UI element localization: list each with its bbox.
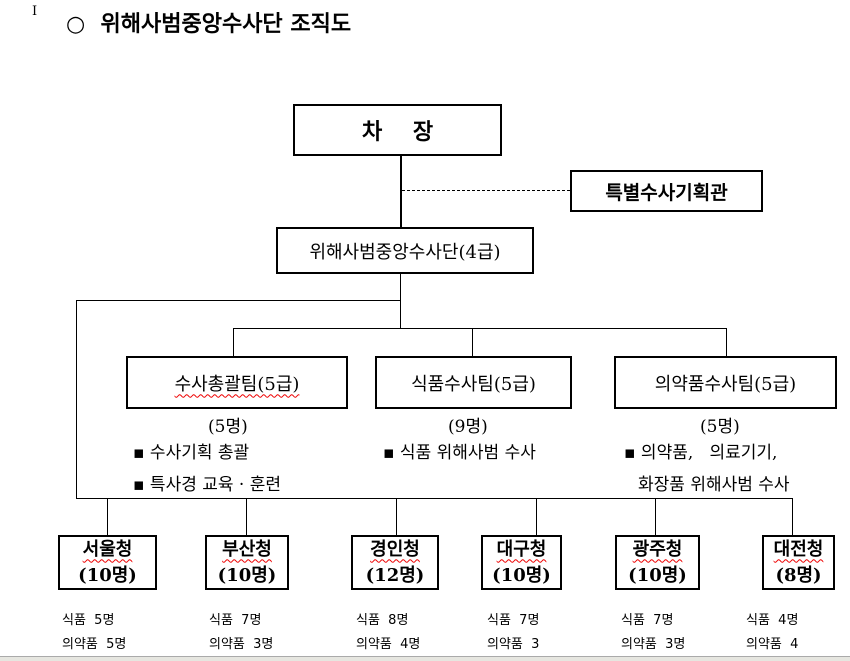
office-name: 부산청 — [222, 538, 272, 560]
office-name: 대전청 — [773, 538, 824, 560]
team-duty: ▪ 수사기획 총괄 — [133, 443, 250, 463]
office-count: (8명) — [775, 564, 822, 586]
team-box: 의약품수사팀(5급) — [614, 356, 837, 409]
team-name: 식품수사팀(5급) — [411, 373, 536, 395]
office-name: 경인청 — [370, 538, 420, 560]
bottom-scroll-strip — [0, 656, 850, 661]
office-food: 식품 7명 — [621, 613, 674, 628]
team-duty: 화장품 위해사범 수사 — [638, 475, 790, 495]
connector-line — [792, 498, 793, 535]
office-name: 대구청 — [496, 538, 547, 560]
team-count: (5명) — [700, 417, 740, 437]
office-name: 광주청 — [632, 538, 683, 560]
office-box: 서울청 (10명) — [58, 535, 157, 590]
office-count: (12명) — [365, 564, 425, 586]
office-food: 식품 4명 — [746, 613, 799, 628]
team-box: 식품수사팀(5급) — [375, 356, 572, 409]
office-food: 식품 7명 — [487, 613, 540, 628]
chief-box: 차 장 — [293, 104, 502, 156]
connector-line — [655, 498, 656, 535]
office-food: 식품 8명 — [356, 613, 409, 628]
office-food: 식품 7명 — [209, 613, 262, 628]
office-box: 대구청 (10명) — [481, 535, 562, 590]
office-box: 부산청 (10명) — [205, 535, 289, 590]
connector-line — [233, 328, 234, 356]
connector-line — [107, 498, 108, 535]
division-box: 위해사범중앙수사단(4급) — [276, 227, 534, 274]
connector-line — [76, 300, 401, 301]
office-drug: 의약품 3명 — [621, 637, 686, 652]
team-box: 수사총괄팀(5급) — [126, 356, 348, 409]
team-count: (5명) — [208, 417, 248, 437]
advisor-label: 특별수사기획관 — [605, 181, 728, 204]
team-name: 수사총괄팀(5급) — [174, 373, 300, 395]
office-count: (10명) — [217, 564, 277, 586]
page-title: ○ 위해사범중앙수사단 조직도 — [66, 11, 352, 37]
office-drug: 의약품 3명 — [209, 637, 274, 652]
office-box: 경인청 (12명) — [351, 535, 439, 590]
dashed-connector — [402, 190, 570, 191]
connector-line — [76, 498, 793, 499]
chief-label: 차 장 — [361, 119, 434, 145]
connector-line — [396, 498, 397, 535]
team-duty: ▪ 식품 위해사범 수사 — [383, 443, 536, 463]
connector-line — [76, 300, 77, 499]
connector-line — [536, 498, 537, 535]
office-count: (10명) — [492, 564, 551, 586]
office-food: 식품 5명 — [62, 613, 115, 628]
team-duty: ▪ 특사경 교육 · 훈련 — [133, 475, 282, 495]
connector-line — [233, 328, 727, 329]
text-cursor-icon: I — [32, 4, 38, 19]
team-duty: ▪ 의약품, 의료기기, — [624, 443, 778, 463]
office-drug: 의약품 3 — [487, 637, 540, 652]
division-label: 위해사범중앙수사단(4급) — [309, 241, 501, 263]
office-box: 대전청 (8명) — [762, 535, 835, 590]
office-count: (10명) — [628, 564, 687, 586]
office-count: (10명) — [78, 564, 137, 586]
office-box: 광주청 (10명) — [615, 535, 700, 590]
connector-line — [400, 155, 402, 228]
advisor-box: 특별수사기획관 — [570, 170, 763, 212]
office-name: 서울청 — [82, 538, 133, 560]
team-count: (9명) — [448, 417, 488, 437]
office-drug: 의약품 4 — [746, 637, 799, 652]
connector-line — [246, 498, 247, 535]
office-drug: 의약품 5명 — [62, 637, 127, 652]
team-name: 의약품수사팀(5급) — [654, 373, 797, 395]
connector-line — [472, 328, 473, 356]
connector-line — [726, 328, 727, 356]
office-drug: 의약품 4명 — [356, 637, 421, 652]
